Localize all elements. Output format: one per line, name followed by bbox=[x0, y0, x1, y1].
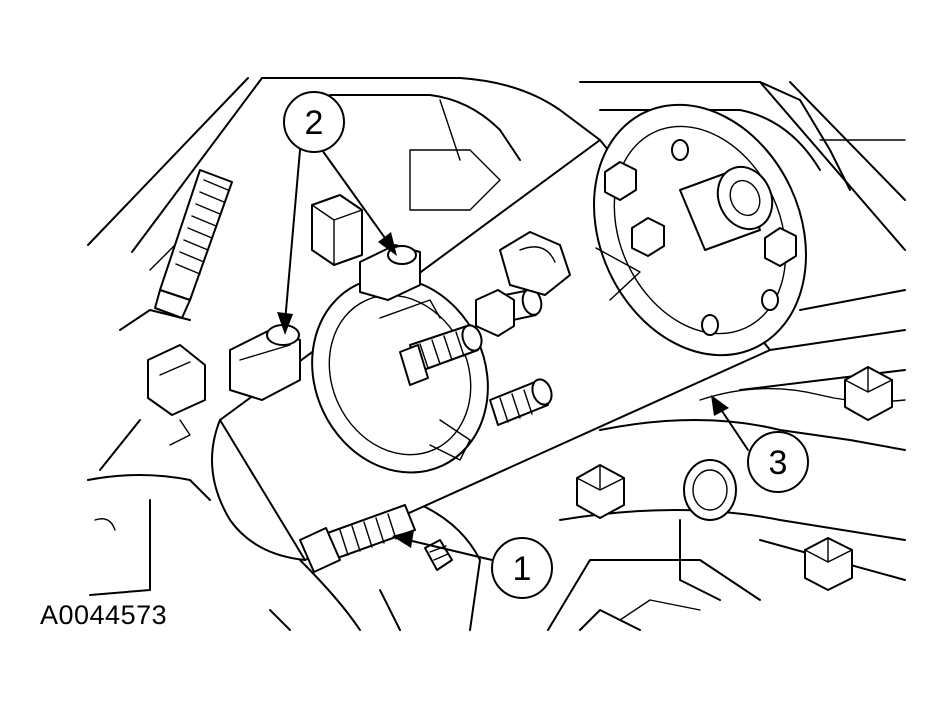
callout-2: 2 bbox=[283, 91, 345, 153]
housing-bolt bbox=[844, 366, 893, 421]
figure-id-label: A0044573 bbox=[40, 600, 168, 630]
terminal-stud bbox=[489, 378, 553, 426]
small-stud bbox=[424, 539, 453, 571]
starter-mounting-bolt bbox=[229, 324, 301, 401]
callout-1: 1 bbox=[491, 537, 553, 599]
callout-3-label: 3 bbox=[769, 444, 788, 482]
lower-mounting-bolt bbox=[299, 504, 416, 573]
terminal-stud bbox=[399, 324, 483, 386]
background-structure bbox=[87, 77, 906, 631]
housing-bolt bbox=[576, 464, 625, 519]
callout-2-label: 2 bbox=[305, 104, 324, 142]
starter-motor bbox=[211, 103, 807, 561]
housing-bolt bbox=[804, 537, 853, 591]
callout-1-label: 1 bbox=[513, 550, 532, 588]
housing-plug bbox=[683, 459, 737, 521]
threaded-stud bbox=[154, 169, 233, 319]
callout-3: 3 bbox=[747, 431, 809, 493]
flange-bolt bbox=[604, 161, 797, 267]
callout-leaders bbox=[277, 149, 749, 561]
